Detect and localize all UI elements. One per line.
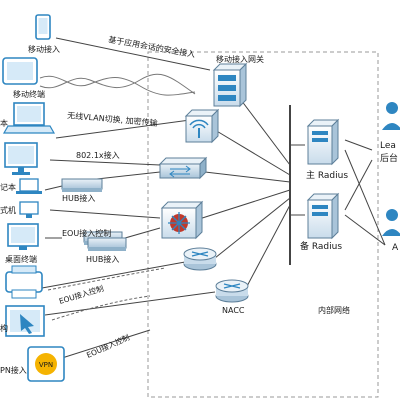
app-session-label: 基于应用会话的安全接入 [108,34,196,59]
desktop-pc-label: 式机 [0,205,16,215]
vpn-badge-icon [27,346,65,382]
mobile-gateway-icon [212,62,248,108]
mobile-gateway-label: 移动接入网关 [216,54,264,64]
notebook-label: 本 [0,118,8,128]
right-person-icon-2 [382,209,400,236]
tablet-icon [2,57,38,85]
printer-label: 构 [0,323,8,333]
eou-dashed-links [47,267,166,321]
primary-radius-server-icon [306,118,340,166]
internal-network-boundary [147,51,379,398]
wireless-link-2 [39,73,196,95]
nacc-label: NACC [222,306,245,315]
hub-icon [61,178,103,192]
wireless-label: 无线VLAN切换, 加密传输 [67,110,158,128]
right-person-icon [382,102,400,130]
hub-access-label-2: HUB接入 [86,254,119,264]
small-laptop-icon [16,178,42,194]
right-hou-label: 后台 [380,152,398,164]
dot1x-label: 802.1x接入 [76,150,120,160]
backup-radius-server-icon [306,192,340,240]
core-switch-icon [160,200,204,240]
right-a-label: A [392,243,399,253]
vpn-badge-text: VPN [39,361,53,369]
internal-network-label: 内部网络 [318,305,350,315]
mobile-terminal-label: 移动终端 [13,89,45,99]
notebook2-label: 记本 [0,182,16,192]
kiosk-screen-icon [5,305,45,337]
desktop-terminal-label: 桌面终端 [5,254,37,264]
wireless-link [39,75,196,96]
router-icon [183,247,217,271]
switch-icon [158,156,208,180]
nacc-icon [215,279,249,303]
connection-lines [41,37,386,359]
primary-radius-label: 主 Radius [306,169,348,181]
wireless-ap-icon [184,108,220,144]
vpn-access-label: PN接入 [0,365,27,375]
hub-icon-3 [87,237,127,251]
backup-radius-label: 备 Radius [300,240,342,252]
mobile-phone-icon [35,14,51,40]
laptop-icon [2,102,56,134]
right-lea-label: Lea [380,141,396,151]
desktop-monitor-icon [4,142,38,175]
mobile-access-label: 移动接入 [28,44,60,54]
hub-access-label: HUB接入 [62,193,95,203]
desktop-terminal-icon [7,223,39,250]
eou-control-label-3: EOU接入控制 [85,332,131,360]
small-desktop-icon [19,201,39,218]
printer-icon [5,265,43,299]
eou-control-label-1: EOU接入控制 [62,228,111,238]
